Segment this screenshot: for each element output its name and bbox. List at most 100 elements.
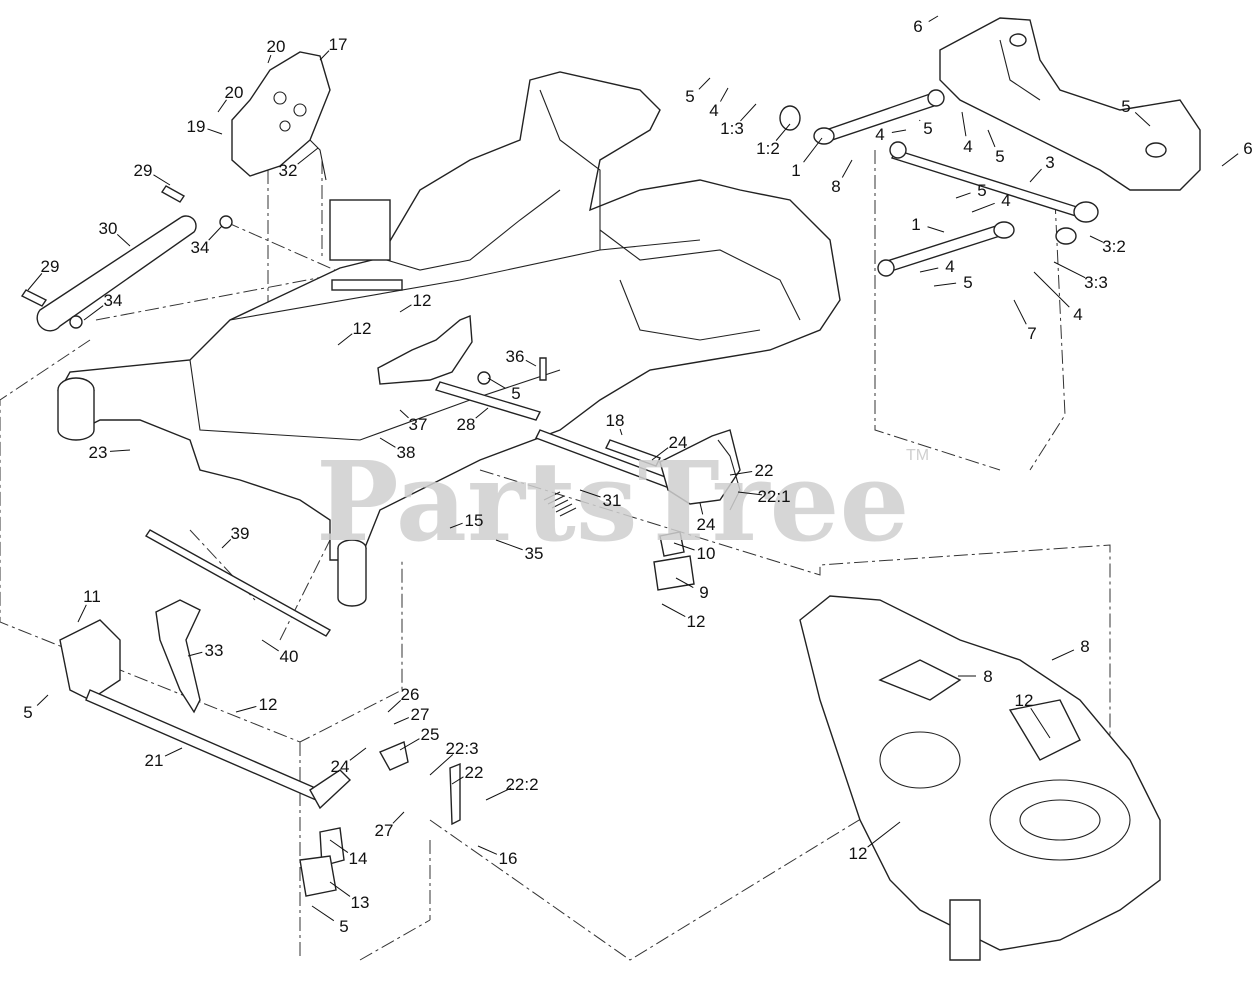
part-callout-label: 18 [606, 411, 625, 430]
callout-leader-line [525, 359, 537, 367]
leader-lines [27, 15, 1239, 922]
callout-leader-line [429, 754, 454, 776]
watermark-trademark: TM [906, 447, 929, 464]
part-callout-label: 24 [697, 515, 716, 534]
callout-leader-line [729, 470, 753, 476]
part-callout-label: 27 [411, 705, 430, 724]
callout-leader-line [208, 225, 223, 241]
part-callout-label: 1 [911, 215, 920, 234]
callout-leader-line [261, 639, 279, 652]
callout-leader-line [1030, 707, 1051, 739]
part-callout-label: 4 [875, 125, 884, 144]
part-callout-label: 20 [267, 37, 286, 56]
part-callout-label: 5 [1121, 97, 1130, 116]
callout-leader-line [153, 174, 171, 186]
callout-leader-line [1033, 271, 1070, 308]
part-callout-label: 9 [699, 583, 708, 602]
part-callout-label: 30 [99, 219, 118, 238]
part-callout-label: 4 [1073, 305, 1082, 324]
callout-leader-line [329, 839, 349, 854]
callout-leader-line [619, 428, 623, 436]
mower-deck [799, 595, 1161, 961]
part-callout-label: 6 [1243, 139, 1252, 158]
part-callout-label: 6 [913, 17, 922, 36]
callout-leader-line [319, 50, 330, 61]
callout-leader-line [928, 15, 939, 22]
link-arm-30 [20, 185, 233, 332]
callout-leader-line [971, 202, 995, 213]
callout-leader-line [651, 447, 669, 461]
rear-lift-shaft-21 [59, 529, 352, 810]
part-callout-label: 8 [831, 177, 840, 196]
part-callout-label: 25 [421, 725, 440, 744]
part-callout-label: 1:2 [756, 139, 780, 158]
part-callout-label: 5 [923, 119, 932, 138]
callout-leader-line [1134, 112, 1151, 127]
callout-leader-line [720, 87, 729, 102]
part-callout-label: 12 [259, 695, 278, 714]
callout-leader-line [933, 282, 957, 287]
callout-leader-line [487, 377, 506, 389]
part-callout-label: 12 [687, 612, 706, 631]
callout-leader-line [399, 304, 412, 313]
callout-leader-line [841, 159, 853, 178]
callout-leader-line [579, 489, 601, 498]
callout-leader-line [221, 539, 232, 549]
callout-leader-line [699, 502, 704, 515]
part-callout-label: 22:3 [445, 739, 478, 758]
callout-leader-line [803, 137, 823, 163]
part-callout-label: 4 [709, 101, 718, 120]
part-callout-label: 22:2 [505, 775, 538, 794]
callout-leader-line [83, 305, 104, 321]
callout-leader-line [379, 437, 396, 448]
part-callout-label: 29 [134, 161, 153, 180]
part-callout-label: 12 [413, 291, 432, 310]
chassis-frame [57, 71, 841, 607]
callout-leader-line [1051, 649, 1075, 661]
callout-leader-line [1053, 261, 1086, 279]
callout-leader-line [698, 77, 711, 90]
link-arms-1-3 [779, 89, 1099, 277]
callout-leader-line [495, 539, 523, 551]
part-callout-label: 10 [697, 544, 716, 563]
part-callout-label: 28 [457, 415, 476, 434]
part-callout-label: 14 [349, 849, 368, 868]
part-callout-label: 13 [351, 893, 370, 912]
part-callout-label: 33 [205, 641, 224, 660]
part-callout-label: 1 [791, 161, 800, 180]
callout-leader-line [36, 694, 49, 706]
part-callout-label: 8 [983, 667, 992, 686]
front-shaft-28 [377, 314, 547, 421]
part-callout-label: 31 [603, 491, 622, 510]
watermark-text: PartsTree [316, 437, 910, 566]
part-callout-label: 5 [511, 384, 520, 403]
callout-leader-line [392, 811, 405, 824]
part-callout-label: 20 [225, 83, 244, 102]
part-callout-label: 34 [104, 291, 123, 310]
part-callout-label: 12 [1015, 691, 1034, 710]
callout-leader-line [891, 129, 907, 133]
callout-leader-line [164, 747, 183, 757]
callout-leader-line [673, 542, 695, 551]
part-callout-label: 5 [339, 917, 348, 936]
callout-leader-line [867, 821, 901, 848]
callout-leader-line [387, 699, 402, 713]
part-callout-label: 39 [231, 524, 250, 543]
part-callout-label: 21 [145, 751, 164, 770]
callout-leader-line [116, 233, 131, 247]
callout-leader-line [675, 577, 694, 588]
callout-leader-line [451, 776, 464, 785]
lift-shaft-31 [535, 429, 741, 517]
callout-leader-line [477, 845, 498, 855]
callout-leader-line [217, 99, 227, 113]
callout-leader-line [740, 103, 757, 122]
part-callout-label: 22 [465, 763, 484, 782]
callout-leader-line [77, 604, 87, 623]
part-callout-label: 15 [465, 511, 484, 530]
callout-leader-line [393, 717, 409, 725]
part-callout-label: 5 [977, 181, 986, 200]
callout-leader-line [475, 407, 489, 419]
callout-leader-line [449, 522, 463, 529]
